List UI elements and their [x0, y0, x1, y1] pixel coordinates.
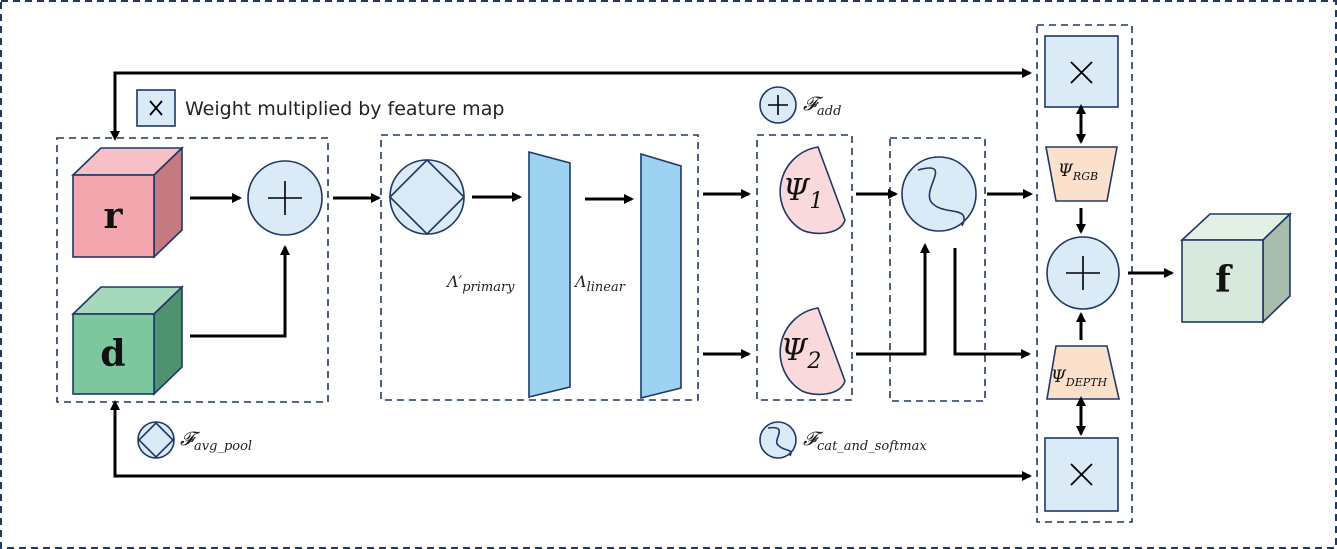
- rgb-label: r: [104, 195, 124, 237]
- input-add-op: [247, 160, 323, 236]
- psi-depth-label: ΨDEPTH: [1051, 367, 1108, 389]
- output-cube: f: [1179, 212, 1292, 324]
- arrow-rgb-feedback: [110, 68, 1032, 141]
- weighting-group-box: [1036, 24, 1133, 523]
- psi1-label: Ψ1: [783, 173, 823, 214]
- arrow-d-to-add: [190, 245, 290, 338]
- multiply-rgb: [1044, 35, 1119, 108]
- legend-add: 𝓕add: [759, 86, 841, 124]
- arrow-depth-feedback: [110, 400, 1032, 481]
- legend-avg-pool: 𝓕avg_pool: [137, 421, 252, 459]
- linear-layer-label: Λlinear: [573, 272, 626, 295]
- primary-layer-label: Λ′primary: [445, 272, 515, 295]
- legend-add-label: 𝓕add: [803, 93, 841, 119]
- depth-label: d: [100, 333, 125, 375]
- psi-rgb-label: ΨRGB: [1058, 161, 1098, 183]
- rgb-cube: r: [71, 146, 184, 259]
- avg-pool-icon: [137, 421, 175, 459]
- avg-pool-op: [388, 158, 466, 236]
- final-add-op: [1046, 236, 1120, 310]
- arrow-psi2-to-softmax: [856, 243, 930, 356]
- psi-rgb-block: ΨRGB: [1045, 146, 1118, 202]
- multiply-depth: [1044, 437, 1119, 512]
- legend-multiply-text: Weight multiplied by feature map: [185, 98, 504, 120]
- primary-layer: [528, 150, 571, 399]
- psi-depth-block: ΨDEPTH: [1046, 345, 1121, 400]
- output-label: f: [1215, 259, 1233, 301]
- legend-avg-pool-label: 𝓕avg_pool: [180, 428, 252, 454]
- psi2-block: Ψ2: [779, 307, 846, 396]
- arrow-softmax-to-depth: [953, 248, 1031, 359]
- psi1-block: Ψ1: [779, 146, 846, 235]
- psi2-label: Ψ2: [781, 333, 821, 374]
- legend-softmax-label: 𝓕cat_and_softmax: [803, 428, 927, 454]
- legend-multiply: Weight multiplied by feature map: [136, 89, 504, 127]
- softmax-op: [901, 156, 977, 232]
- linear-layer: [640, 152, 682, 400]
- depth-cube: d: [71, 285, 184, 396]
- legend-softmax: 𝓕cat_and_softmax: [759, 421, 927, 459]
